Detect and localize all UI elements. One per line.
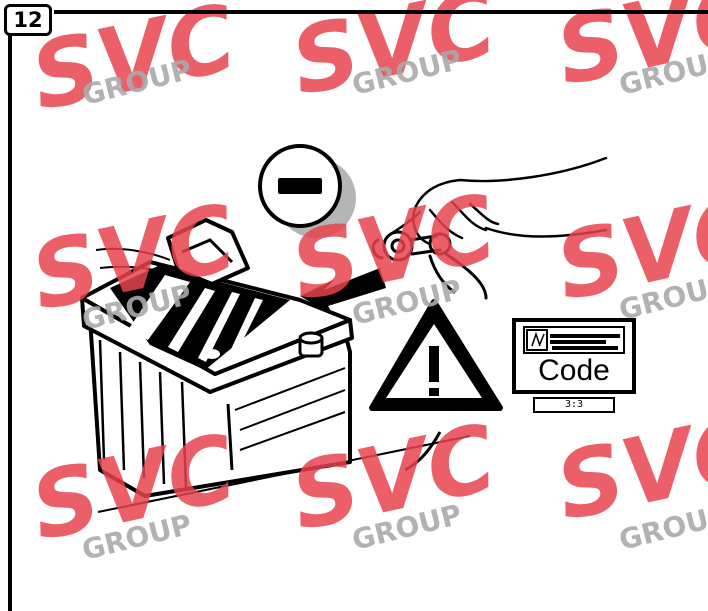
frame-top-border <box>54 10 708 14</box>
frame-left-border <box>8 34 12 611</box>
code-label: Code <box>514 352 634 390</box>
step-number-badge: 12 <box>4 4 52 36</box>
step-number: 12 <box>13 8 42 32</box>
code-counter: 3:3 <box>534 398 614 412</box>
